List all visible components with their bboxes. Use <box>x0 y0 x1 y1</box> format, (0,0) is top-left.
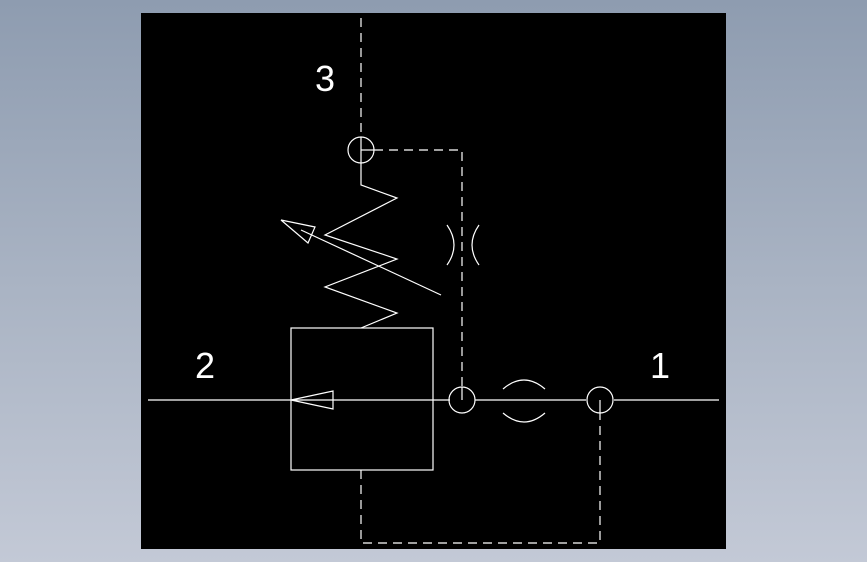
pilot-junction-top <box>347 136 375 164</box>
valve-body <box>290 327 434 471</box>
main-orifice <box>502 379 546 423</box>
adjust-arrow <box>280 219 442 296</box>
port-3-label: 3 <box>315 58 335 99</box>
port-2-label: 2 <box>195 345 215 386</box>
valve-schematic: 3 2 1 <box>148 18 719 544</box>
pilot-line-right <box>374 149 463 388</box>
spring <box>323 163 399 329</box>
drawing-canvas: 3 2 1 <box>141 13 726 549</box>
junction-left <box>448 386 476 414</box>
flow-arrow <box>290 390 334 410</box>
pilot-orifice <box>446 224 480 266</box>
junction-right <box>586 386 614 414</box>
feedback-line <box>360 413 601 544</box>
port-1-label: 1 <box>650 345 670 386</box>
